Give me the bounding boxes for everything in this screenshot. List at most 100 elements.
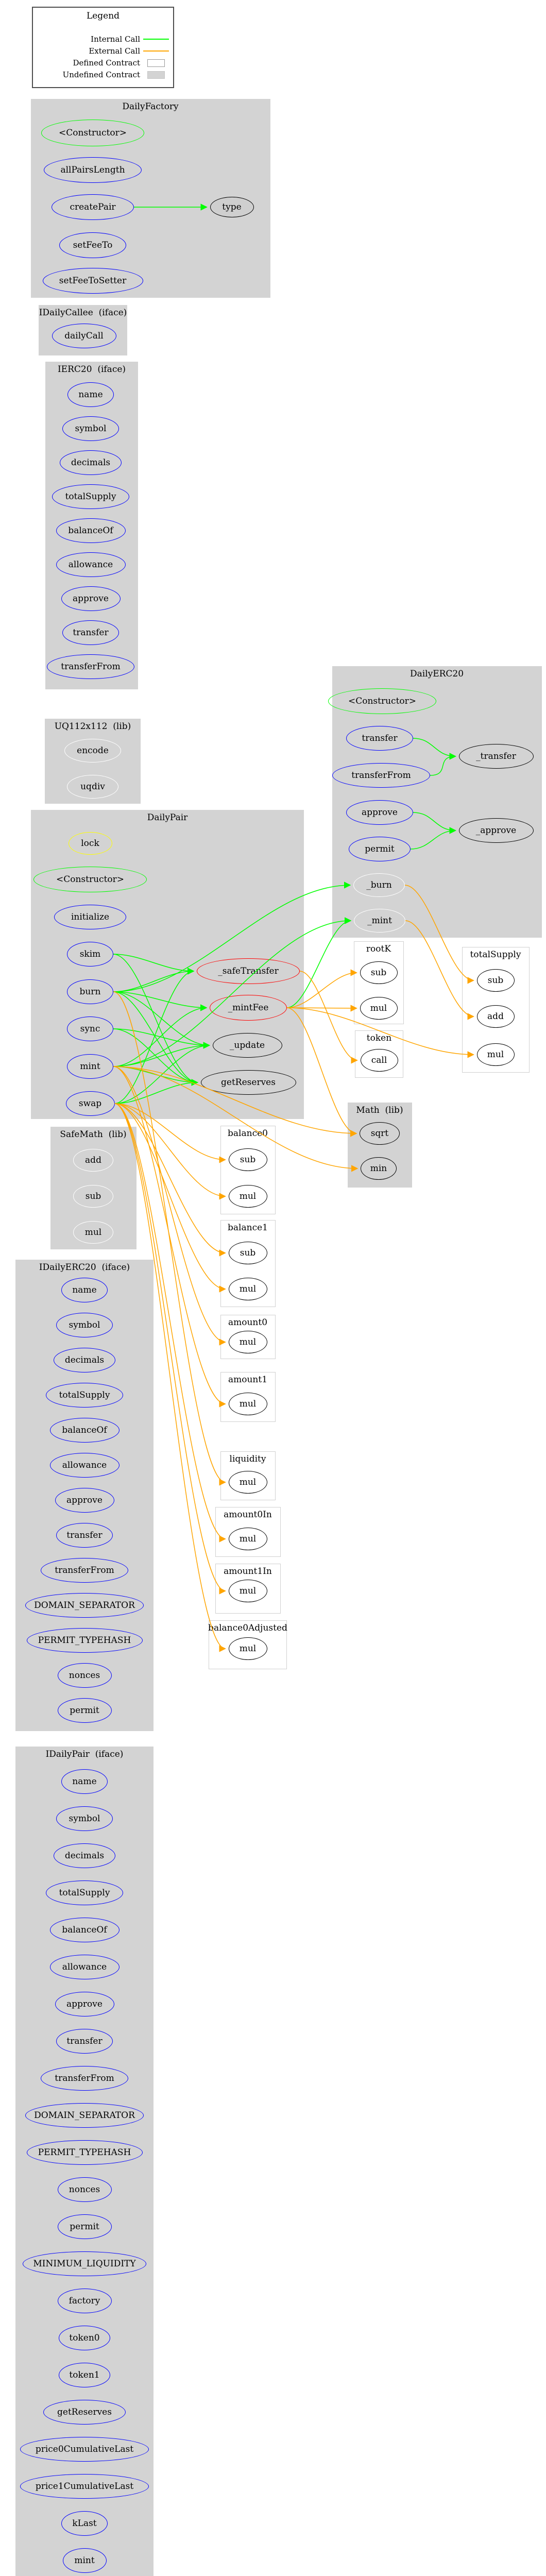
node-idpair-nonces: nonces <box>57 2177 112 2202</box>
node-pair-initialize: initialize <box>54 905 126 929</box>
node-ierc20-allowance: allowance <box>56 552 126 577</box>
node-idpair-token1: token1 <box>59 2363 110 2387</box>
node-erc-transfer: transfer <box>346 726 413 751</box>
node-safemath-sub: sub <box>73 1185 113 1208</box>
node-rootK-sub: sub <box>360 961 398 984</box>
node-idpair-price0CumulativeLast: price0CumulativeLast <box>20 2437 149 2462</box>
node-ierc20-decimals: decimals <box>60 450 122 475</box>
node-iderc20-symbol: symbol <box>56 1313 113 1337</box>
node-totalSupply-add: add <box>476 1005 515 1028</box>
node-pair-swap: swap <box>65 1091 115 1116</box>
title-token: token <box>366 1033 392 1043</box>
node-iderc20-decimals: decimals <box>54 1348 115 1372</box>
node-idpair-transferFrom: transferFrom <box>41 2066 128 2091</box>
node-idpair-name: name <box>61 1769 108 1794</box>
node-ierc20-balanceOf: balanceOf <box>56 518 126 543</box>
node-fac-allPairsLength: allPairsLength <box>44 157 142 183</box>
node-uq-encode: encode <box>64 739 121 762</box>
node-erc-_mint: _mint <box>354 909 405 933</box>
node-totalSupply-mul: mul <box>476 1043 515 1066</box>
legend-title: Legend <box>86 11 120 21</box>
node-idpair-transfer: transfer <box>56 2029 113 2054</box>
node-iderc20-PERMIT_TYPEHASH: PERMIT_TYPEHASH <box>26 1628 143 1653</box>
title-idpair: IDailyPair (iface) <box>45 1749 124 1759</box>
legend-label-external-call: External Call <box>89 46 140 56</box>
title-iderc20: IDailyERC20 (iface) <box>39 1262 130 1273</box>
node-iderc20-approve: approve <box>55 1488 114 1513</box>
title-liquidity: liquidity <box>229 1454 266 1464</box>
title-callee: IDailyCallee (iface) <box>39 308 127 318</box>
external-call-line-sample <box>143 45 169 57</box>
title-balance0Adjusted: balance0Adjusted <box>208 1623 287 1633</box>
node-iderc20-permit: permit <box>57 1698 112 1723</box>
title-amount0: amount0 <box>228 1317 268 1328</box>
node-ierc20-transfer: transfer <box>62 620 119 645</box>
node-idpair-MINIMUM_LIQUIDITY: MINIMUM_LIQUIDITY <box>23 2251 146 2276</box>
title-ierc20: IERC20 (iface) <box>57 364 126 375</box>
title-safemath: SafeMath (lib) <box>60 1129 127 1140</box>
node-pair-getReserves: getReserves <box>200 1070 296 1095</box>
node-idpair-balanceOf: balanceOf <box>49 1918 120 1942</box>
legend-row-undefined-contract: Undefined Contract <box>33 69 173 80</box>
node-idpair-approve: approve <box>55 1992 114 2016</box>
node-iderc20-transfer: transfer <box>56 1523 113 1548</box>
node-iderc20-balanceOf: balanceOf <box>49 1418 120 1443</box>
node-pair-sync: sync <box>67 1016 113 1041</box>
node-ierc20-name: name <box>67 382 114 407</box>
node-token-call: call <box>360 1049 398 1072</box>
node-fac-setFeeToSetter: setFeeToSetter <box>42 268 143 294</box>
node-ierc20-symbol: symbol <box>62 416 119 441</box>
node-fac-ctor: <Constructor> <box>41 120 144 146</box>
node-pair-_mintFee: _mintFee <box>210 995 287 1021</box>
legend-row-internal-call: Internal Call <box>33 33 173 45</box>
node-erc-_transfer: _transfer <box>458 744 534 769</box>
node-idpair-DOMAIN_SEPARATOR: DOMAIN_SEPARATOR <box>25 2103 144 2128</box>
title-totalSupply: totalSupply <box>470 950 521 960</box>
node-balance0-sub: sub <box>228 1148 267 1171</box>
node-erc-permit: permit <box>349 837 411 861</box>
node-iderc20-DOMAIN_SEPARATOR: DOMAIN_SEPARATOR <box>25 1593 144 1618</box>
node-pair-mint: mint <box>67 1054 113 1079</box>
legend-row-external-call: External Call <box>33 45 173 57</box>
legend-label-undefined-contract: Undefined Contract <box>62 70 140 79</box>
node-idpair-allowance: allowance <box>49 1955 120 1979</box>
defined-contract-box-sample <box>143 57 169 69</box>
node-safemath-mul: mul <box>73 1221 113 1244</box>
node-amount0-mul: mul <box>228 1331 267 1353</box>
node-uq-uqdiv: uqdiv <box>67 775 118 799</box>
node-pair-skim: skim <box>67 942 113 967</box>
node-fac-setFeeTo: setFeeTo <box>59 232 126 258</box>
node-idpair-factory: factory <box>57 2289 112 2313</box>
internal-call-line-sample <box>143 33 169 45</box>
node-ierc20-transferFrom: transferFrom <box>47 654 134 679</box>
title-erc: DailyERC20 <box>410 669 464 679</box>
title-pair: DailyPair <box>147 812 188 823</box>
title-balance1: balance1 <box>228 1223 268 1233</box>
node-callee-dailyCall: dailyCall <box>52 324 116 348</box>
undefined-contract-box-sample <box>143 69 169 80</box>
title-balance0: balance0 <box>228 1128 268 1139</box>
node-erc-approve: approve <box>346 800 413 825</box>
node-erc-ctor: <Constructor> <box>328 688 436 714</box>
title-amount0In: amount0In <box>224 1510 272 1520</box>
node-iderc20-allowance: allowance <box>49 1453 120 1478</box>
node-totalSupply-sub: sub <box>476 969 515 992</box>
legend-row-defined-contract: Defined Contract <box>33 57 173 69</box>
node-balance0-mul: mul <box>228 1185 267 1208</box>
node-idpair-getReserves: getReserves <box>43 2400 126 2425</box>
node-idpair-totalSupply: totalSupply <box>46 1880 123 1905</box>
node-ierc20-approve: approve <box>61 586 121 611</box>
title-rootK: rootK <box>366 944 391 954</box>
node-pair-burn: burn <box>67 979 113 1004</box>
node-ierc20-totalSupply: totalSupply <box>52 484 129 509</box>
legend: Legend Internal Call External Call Defin… <box>32 7 174 88</box>
node-pair-_safeTransfer: _safeTransfer <box>197 958 300 984</box>
title-math: Math (lib) <box>356 1105 403 1115</box>
node-balance1-mul: mul <box>228 1278 267 1300</box>
title-amount1In: amount1In <box>224 1566 272 1577</box>
node-idpair-permit: permit <box>57 2214 112 2239</box>
node-fac-type: type <box>210 197 254 217</box>
node-amount1In-mul: mul <box>228 1580 267 1602</box>
node-fac-createPair: createPair <box>52 194 134 220</box>
edge-pair._safeTransfer-to-token.call <box>299 971 358 1064</box>
